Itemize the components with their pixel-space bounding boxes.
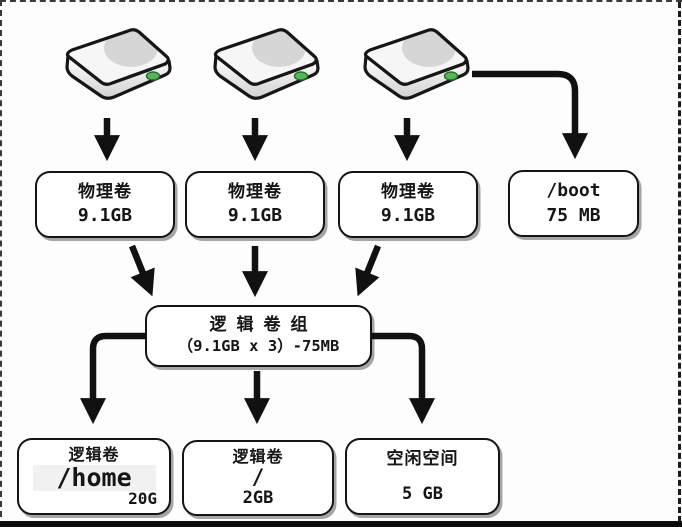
pv3-title: 物理卷 <box>381 181 435 202</box>
pv3-size: 9.1GB <box>380 204 436 226</box>
pv1-title: 物理卷 <box>78 181 132 202</box>
lv-home-title: 逻辑卷 <box>68 445 120 464</box>
free-space-box: 空闲空间 5 GB <box>345 438 500 515</box>
lv-root-size: 2GB <box>242 487 274 508</box>
arrow-vg-to-free-space <box>372 332 435 425</box>
pv2-size: 9.1GB <box>227 204 283 226</box>
pv-box-3: 物理卷 9.1GB <box>338 171 478 238</box>
boot-box: /boot 75 MB <box>508 170 639 237</box>
lv-home-box: 逻辑卷 /home 20G <box>17 438 171 515</box>
hard-disk-icon <box>215 29 318 98</box>
frame-border-bottom <box>0 521 682 527</box>
arrow-vg-to-lv-home <box>80 332 146 425</box>
hard-disk-icon <box>67 29 170 98</box>
vg-title: 逻辑卷组 <box>209 315 318 336</box>
lv-root-box: 逻辑卷 / 2GB <box>182 440 334 516</box>
lv-home-mount: /home <box>32 464 156 492</box>
free-space-size: 5 GB <box>402 483 443 504</box>
vg-box: 逻辑卷组 （9.1GB x 3）-75MB <box>145 305 372 367</box>
pv-box-1: 物理卷 9.1GB <box>35 171 175 238</box>
arrow-pv1-to-vg <box>128 244 155 297</box>
frame-border-left <box>0 0 2 527</box>
boot-size: 75 MB <box>546 204 601 226</box>
boot-title: /boot <box>546 180 601 201</box>
vg-size: （9.1GB x 3）-75MB <box>177 337 340 356</box>
arrow-pv3-to-vg <box>355 244 382 297</box>
pv1-size: 9.1GB <box>77 204 133 226</box>
frame-border-right <box>678 2 681 522</box>
pv-box-2: 物理卷 9.1GB <box>185 171 325 238</box>
lv-root-mount: / <box>251 464 265 489</box>
hard-disk-icon <box>365 29 468 98</box>
lv-home-size: 20G <box>128 489 157 509</box>
lv-root-title: 逻辑卷 <box>232 446 284 466</box>
frame-border-top <box>0 0 682 2</box>
free-space-title: 空闲空间 <box>386 449 459 469</box>
arrow-disk3-to-boot <box>472 70 588 160</box>
pv2-title: 物理卷 <box>228 181 282 202</box>
